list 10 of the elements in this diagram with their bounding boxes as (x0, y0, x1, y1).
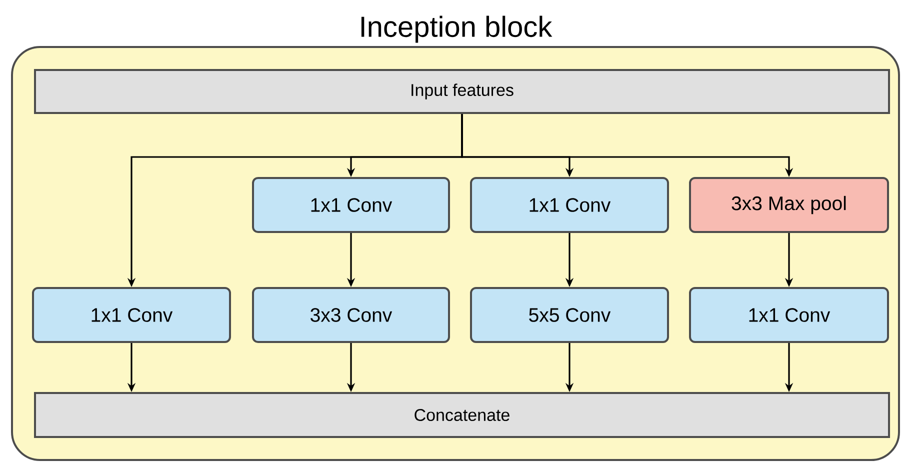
conv-box: 3x3 Conv (252, 287, 450, 343)
input-bar: Input features (34, 69, 890, 114)
conv-box: 1x1 Conv (689, 287, 890, 343)
conv-box: 5x5 Conv (470, 287, 669, 343)
conv-box: 1x1 Conv (470, 177, 669, 233)
concat-bar: Concatenate (34, 392, 890, 438)
conv-box: 1x1 Conv (32, 287, 231, 343)
block-title: Inception block (361, 16, 552, 43)
pool-box: 3x3 Max pool (689, 177, 890, 233)
conv-box: 1x1 Conv (252, 177, 450, 233)
